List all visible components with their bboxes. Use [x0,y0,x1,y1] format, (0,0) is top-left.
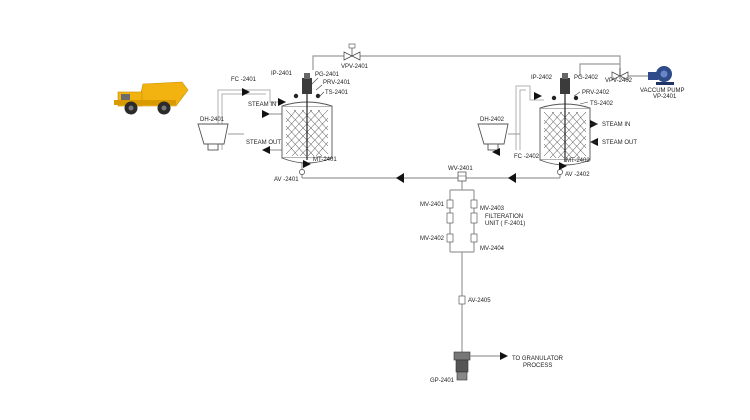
label-steam-in-2: STEAM IN [602,122,630,128]
valve-mv-2403 [470,199,478,209]
feed-line-2 [515,85,544,150]
hopper-dh-2401 [197,123,244,151]
leader-ts-2402 [579,101,589,105]
valve-vpv-2401 [343,43,361,61]
label-to-granulator-1: TO GRANULATOR [512,356,564,362]
label-av-2401: AV -2401 [274,177,299,183]
hopper-dh-2402 [477,123,520,151]
label-filtration-2: UNIT ( F-2401) [485,221,525,227]
fc-2401-arrow [242,88,250,96]
leader-prv-2401 [315,84,323,91]
label-ts-2401: TS-2401 [325,90,349,96]
label-pg-2402: PG-2402 [574,75,599,81]
valve-av-2405 [458,295,466,305]
valve-wv-2401 [457,171,467,182]
label-steam-out-1: STEAM OUT [246,140,281,146]
fc-2402-arrow [492,148,500,156]
reactor-tank-1 [281,73,333,164]
steam-in-arrow-1 [262,110,270,118]
gear-pump-icon [453,351,500,381]
label-mv-2403: MV-2403 [480,206,505,212]
label-fc-2402: FC -2402 [514,154,540,160]
flow-arrow-left [396,173,404,183]
label-dh-2401: DH-2401 [200,117,225,123]
label-av-2402: AV -2402 [565,172,590,178]
filter-element-left [446,212,454,224]
label-prv-2401: PRV-2401 [323,80,351,86]
vacuum-header-pipe [312,55,621,74]
dump-truck-icon [114,81,189,115]
label-ts-2402: TS-2402 [590,101,614,107]
leader-prv-2402 [573,91,581,97]
label-mv-2402: MV-2402 [420,236,445,242]
valve-mv-2404 [470,233,478,243]
label-mv-2404: MV-2404 [480,246,505,252]
label-gp-2401: GP-2401 [430,378,455,384]
flow-arrow-right [508,173,516,183]
filtration-loop-pipe [449,189,475,253]
ip-2401-arrow [278,98,286,106]
mt-2402-arrow [559,162,567,170]
vacuum-pump-icon [648,66,674,85]
label-steam-in-1: STEAM IN [248,102,276,108]
label-filtration-1: FILTERATION [485,214,523,220]
feed-line-1 [217,89,286,150]
label-av-2405: AV-2405 [468,298,491,304]
label-vpv-2401: VPV-2401 [341,64,369,70]
label-mt-2401: MT-2401 [313,157,337,163]
label-fc-2401: FC -2401 [231,77,257,83]
reactor-tank-2 [539,73,591,166]
valve-av-2402 [557,169,563,175]
label-mt-2402: MT-2402 [566,158,590,164]
filter-element-right [470,212,478,224]
steam-out-arrow-1 [262,146,270,154]
valve-mv-2402 [446,233,454,243]
label-prv-2402: PRV-2402 [582,90,610,96]
feed-line-2b [519,89,526,150]
valve-av-2401 [299,169,305,175]
label-vpv-2402: VPV-2402 [605,78,633,84]
valve-vpv-2402 [611,68,629,81]
valve-mv-2401 [446,199,454,209]
leader-pg-2401 [311,77,319,85]
label-vacuum-pump-2: VP-2401 [653,94,677,100]
label-ip-2402: IP-2402 [531,75,553,81]
label-wv-2401: WV-2401 [448,166,473,172]
label-pg-2401: PG-2401 [315,72,340,78]
mt-2401-arrow [303,160,311,168]
label-steam-out-2: STEAM OUT [602,140,637,146]
label-dh-2402: DH-2402 [480,117,505,123]
leader-ts-2401 [317,91,325,99]
label-mv-2401: MV-2401 [420,202,445,208]
label-vacuum-pump-1: VACCUM PUMP [640,88,685,94]
label-to-granulator-2: PROCESS [523,363,552,369]
vacuum-pump-line-2 [579,63,620,76]
label-ip-2401: IP-2401 [271,71,293,77]
granulator-arrow [500,352,508,360]
ip-2402-arrow [534,92,542,100]
